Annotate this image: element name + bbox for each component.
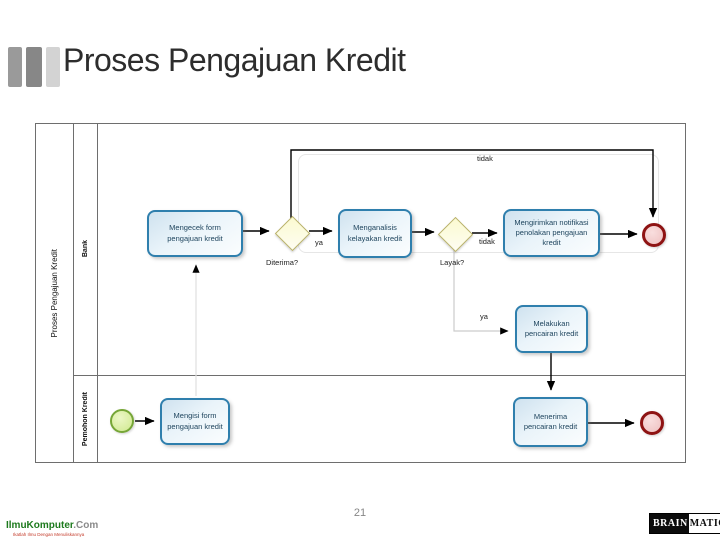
brainmatics-logo-right: MATICS [688, 514, 720, 533]
task-menerima-pencairan: Menerima pencairan kredit [513, 397, 588, 447]
lane-bank-label: Bank [82, 240, 89, 258]
gateway-diterima-label: Diterima? [266, 258, 299, 267]
title-accent-square [8, 47, 22, 87]
flow-label-ya: ya [480, 312, 488, 321]
pool-label-cell: Proses Pengajuan Kredit [35, 123, 74, 463]
ilmukomputer-logo: IlmuKomputer.Com Ikatlah Ilmu Dengan Men… [6, 515, 98, 538]
title-accent-square [26, 47, 42, 87]
task-label: Menerima pencairan kredit [523, 411, 578, 431]
task-label: Menganalisis kelayakan kredit [347, 223, 403, 243]
flow-label-ya: ya [315, 238, 323, 247]
gateway-layak-label: Layak? [440, 258, 465, 267]
task-mengirimkan-notifikasi: Mengirimkan notifikasi penolakan pengaju… [503, 209, 600, 257]
end-event-disbursement [640, 411, 664, 435]
pool-label: Proses Pengajuan Kredit [49, 248, 59, 338]
task-mengisi-form: Mengisi form pengajuan kredit [160, 398, 230, 445]
task-label: Melakukan pencairan kredit [524, 318, 579, 338]
task-label: Mengisi form pengajuan kredit [167, 411, 223, 431]
brainmatics-logo-left: BRAIN [650, 514, 689, 533]
ilmukomputer-logo-text: IlmuKomputer [6, 520, 74, 531]
task-label: Mengirimkan notifikasi penolakan pengaju… [514, 217, 589, 248]
lane-pemohon-kredit: Pemohon Kredit [74, 375, 98, 463]
lane-bank: Bank [74, 123, 98, 375]
lane-divider [74, 375, 686, 376]
task-label: Mengecek form pengajuan kredit [167, 223, 223, 243]
flow-label-tidak: tidak [477, 154, 493, 163]
end-event-rejection [642, 223, 666, 247]
page-number: 21 [353, 507, 367, 519]
page-title: Proses Pengajuan Kredit [63, 42, 406, 78]
brainmatics-logo: BRAIN MATICS [649, 513, 720, 534]
flow-label-tidak: tidak [479, 237, 495, 246]
ilmukomputer-tagline: Ikatlah Ilmu Dengan Menuliskannya [13, 531, 85, 537]
task-menganalisis-kelayakan: Menganalisis kelayakan kredit [338, 209, 412, 258]
task-mengecek-form: Mengecek form pengajuan kredit [147, 210, 243, 257]
task-melakukan-pencairan: Melakukan pencairan kredit [515, 305, 588, 353]
lane-pemohon-kredit-label: Pemohon Kredit [82, 391, 89, 447]
start-event [110, 409, 134, 433]
title-accent-square [46, 47, 60, 87]
ilmukomputer-logo-suffix: .Com [73, 520, 99, 531]
